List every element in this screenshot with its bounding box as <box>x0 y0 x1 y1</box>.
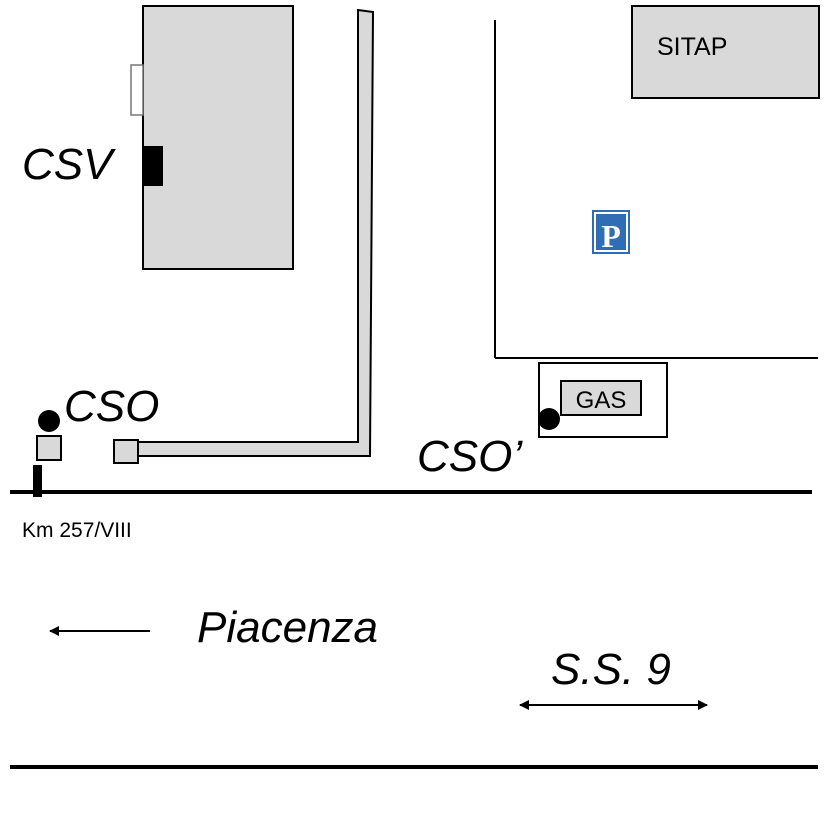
sitap-building <box>631 5 820 99</box>
cso-marker-icon <box>38 410 60 432</box>
parking-sign-letter: P <box>601 218 621 254</box>
csv-label: CSV <box>22 140 116 189</box>
cso-prime-marker-icon <box>538 408 560 430</box>
csv-station-marker <box>144 146 163 186</box>
road-label: S.S. 9 <box>551 645 671 694</box>
gas-label: GAS <box>576 387 627 414</box>
gas-area-outline <box>538 362 668 438</box>
sitap-label: SITAP <box>657 33 727 61</box>
direction-label: Piacenza <box>197 603 378 652</box>
csv-building <box>142 5 294 270</box>
pipe-inlet-box <box>113 439 139 464</box>
gas-box <box>560 380 642 416</box>
csv-building-door <box>130 64 144 116</box>
cso-label: CSO <box>64 382 159 431</box>
km-marker-label: Km 257/VIII <box>22 519 132 542</box>
km-post <box>33 465 42 497</box>
parking-sign-icon: P <box>592 210 630 254</box>
cso-box <box>36 435 62 461</box>
cso-prime-label: CSO’ <box>417 432 523 481</box>
